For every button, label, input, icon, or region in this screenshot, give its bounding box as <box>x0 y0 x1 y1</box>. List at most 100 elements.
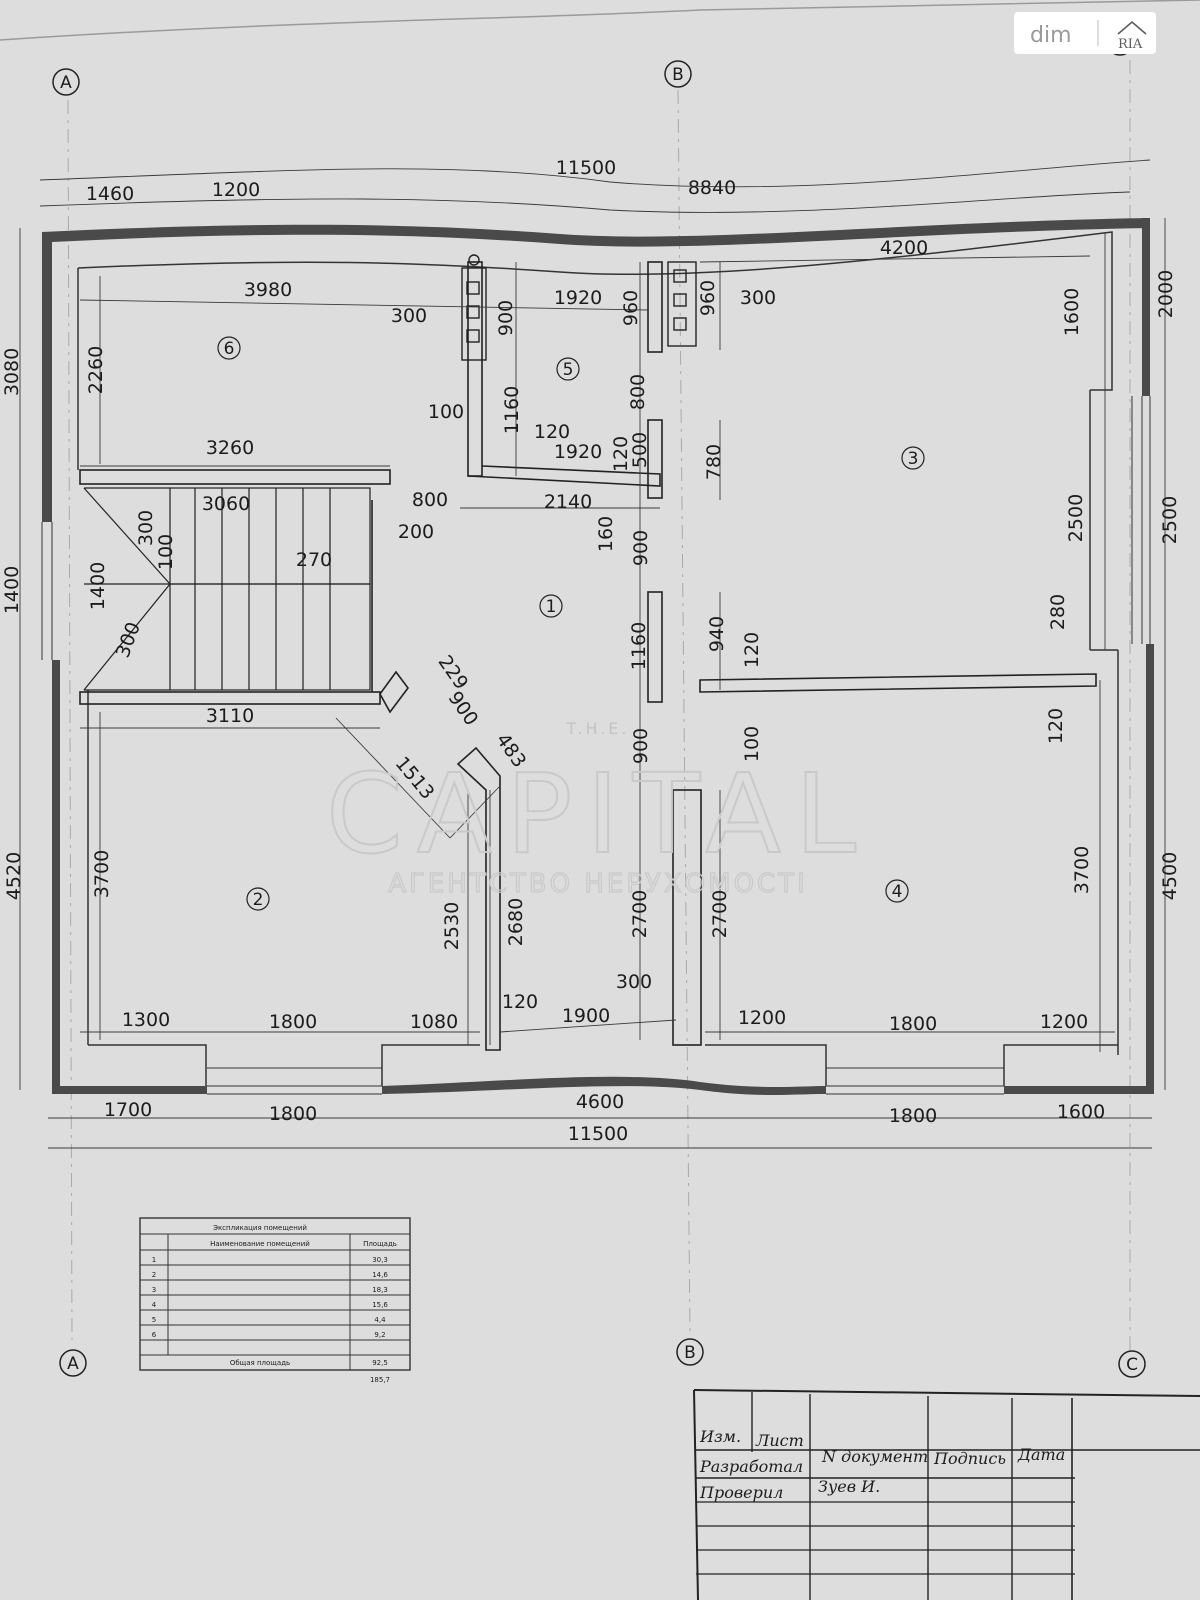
svg-text:A: A <box>60 73 72 93</box>
svg-text:18,3: 18,3 <box>372 1286 388 1294</box>
svg-text:185,7: 185,7 <box>370 1376 390 1384</box>
room-number-1: 1 <box>539 594 563 618</box>
svg-text:3080: 3080 <box>1 348 23 396</box>
svg-text:200: 200 <box>398 521 434 543</box>
svg-text:CAPITAL: CAPITAL <box>326 750 870 878</box>
svg-text:Разработал: Разработал <box>699 1457 803 1476</box>
svg-text:100: 100 <box>428 401 464 423</box>
svg-text:1800: 1800 <box>269 1103 317 1125</box>
svg-text:2: 2 <box>152 1271 156 1279</box>
svg-text:5: 5 <box>563 360 574 380</box>
svg-text:300: 300 <box>135 510 157 546</box>
svg-text:2500: 2500 <box>1065 494 1087 542</box>
svg-text:1200: 1200 <box>212 179 260 201</box>
axis-marker-a-top: A <box>52 68 80 96</box>
svg-text:4500: 4500 <box>1159 852 1181 900</box>
house-icon <box>1117 20 1147 35</box>
svg-text:2500: 2500 <box>1159 496 1181 544</box>
svg-text:120: 120 <box>1045 708 1067 744</box>
svg-text:RIA: RIA <box>1118 37 1143 52</box>
dimria-logo-mark: dim RIA <box>1030 20 1147 52</box>
svg-text:900: 900 <box>630 728 652 764</box>
svg-text:6: 6 <box>224 339 235 359</box>
outer-wall-inner-lines <box>77 231 1119 1086</box>
svg-text:3: 3 <box>152 1286 156 1294</box>
svg-text:1920: 1920 <box>554 287 602 309</box>
svg-text:Площадь: Площадь <box>363 1240 397 1248</box>
svg-text:800: 800 <box>412 489 448 511</box>
svg-text:3980: 3980 <box>244 279 292 301</box>
svg-text:1900: 1900 <box>562 1005 610 1027</box>
svg-text:1800: 1800 <box>889 1013 937 1035</box>
svg-text:5: 5 <box>152 1316 156 1324</box>
svg-text:1800: 1800 <box>269 1011 317 1033</box>
explication-table: Экспликация помещений Наименование помещ… <box>139 1217 411 1384</box>
axis-marker-a-bottom: A <box>59 1349 87 1377</box>
svg-text:8840: 8840 <box>688 177 736 199</box>
svg-text:Зуев И.: Зуев И. <box>818 1477 880 1496</box>
svg-text:1200: 1200 <box>1040 1011 1088 1033</box>
svg-text:900: 900 <box>630 530 652 566</box>
svg-text:120: 120 <box>534 421 570 443</box>
svg-text:1600: 1600 <box>1057 1101 1105 1123</box>
svg-text:120: 120 <box>741 632 763 668</box>
svg-text:270: 270 <box>296 549 332 571</box>
svg-text:A: A <box>67 1354 79 1374</box>
svg-text:Изм.: Изм. <box>699 1427 741 1446</box>
room-number-2: 2 <box>246 887 270 911</box>
svg-text:1080: 1080 <box>410 1011 458 1033</box>
svg-text:1400: 1400 <box>87 562 109 610</box>
interior-walls <box>79 261 1097 1051</box>
svg-text:280: 280 <box>1047 594 1069 630</box>
svg-text:T.H.E.: T.H.E. <box>566 719 630 738</box>
svg-text:160: 160 <box>595 516 617 552</box>
svg-text:2680: 2680 <box>505 898 527 946</box>
dimria-logo: dim RIA <box>1014 12 1156 54</box>
outer-walls <box>42 218 1154 1095</box>
svg-text:9,2: 9,2 <box>374 1331 385 1339</box>
svg-text:120: 120 <box>502 991 538 1013</box>
axis-marker-c-bottom: C <box>1118 1350 1146 1378</box>
title-block: Изм. Лист N документ Подпись Дата Разраб… <box>693 1389 1200 1600</box>
room-number-5: 5 <box>556 357 580 381</box>
room-number-4: 4 <box>885 879 909 903</box>
svg-text:500: 500 <box>629 432 651 468</box>
svg-text:Подпись: Подпись <box>933 1449 1006 1468</box>
svg-text:3: 3 <box>908 449 919 469</box>
svg-text:3110: 3110 <box>206 705 254 727</box>
svg-text:100: 100 <box>155 534 177 570</box>
svg-text:940: 940 <box>706 616 728 652</box>
svg-text:4,4: 4,4 <box>374 1316 386 1324</box>
svg-text:Проверил: Проверил <box>699 1483 783 1502</box>
svg-text:30,3: 30,3 <box>372 1256 388 1264</box>
svg-text:C: C <box>1126 1355 1138 1375</box>
dimension-labels: 11500 1460 1200 8840 3980 4200 1920 300 … <box>1 157 1181 1145</box>
svg-text:3700: 3700 <box>1071 846 1093 894</box>
svg-text:B: B <box>684 1343 696 1363</box>
svg-text:1160: 1160 <box>501 386 523 434</box>
dim-overall-width-top: 11500 <box>556 157 616 179</box>
axis-grid-lines <box>67 60 1131 1350</box>
room-numbers: 1 2 3 4 5 6 <box>217 336 925 911</box>
svg-text:300: 300 <box>391 305 427 327</box>
svg-text:2260: 2260 <box>85 346 107 394</box>
svg-text:2530: 2530 <box>441 902 463 950</box>
watermark: T.H.E. CAPITAL АГЕНТСТВО НЕРУХОМОСТІ <box>325 719 870 900</box>
svg-text:Лист: Лист <box>755 1431 804 1450</box>
svg-text:3700: 3700 <box>91 850 113 898</box>
svg-text:dim: dim <box>1030 23 1072 48</box>
ventilation-shafts <box>461 254 697 361</box>
svg-text:960: 960 <box>697 280 719 316</box>
svg-text:4520: 4520 <box>3 852 25 900</box>
svg-text:АГЕНТСТВО НЕРУХОМОСТІ: АГЕНТСТВО НЕРУХОМОСТІ <box>388 869 807 899</box>
svg-text:14,6: 14,6 <box>372 1271 388 1279</box>
svg-text:Общая площадь: Общая площадь <box>230 1359 290 1367</box>
room-number-6: 6 <box>217 336 241 360</box>
svg-text:2700: 2700 <box>709 890 731 938</box>
svg-text:B: B <box>672 65 684 85</box>
svg-text:780: 780 <box>703 444 725 480</box>
svg-text:2000: 2000 <box>1155 270 1177 318</box>
svg-text:800: 800 <box>627 374 649 410</box>
svg-text:3060: 3060 <box>202 493 250 515</box>
